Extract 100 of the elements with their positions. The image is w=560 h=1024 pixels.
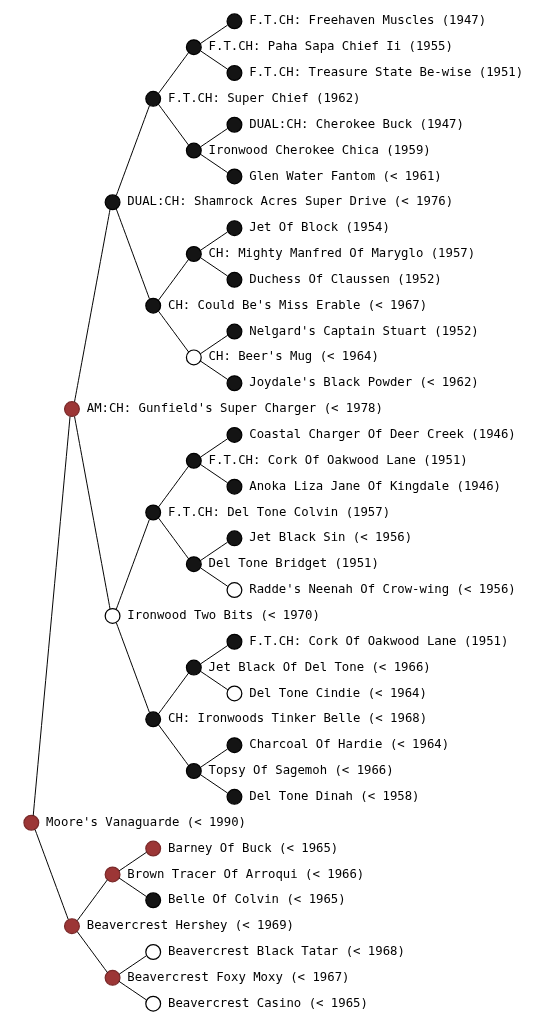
node-circle	[226, 478, 243, 495]
node-circle	[226, 788, 243, 805]
node-label: Brown Tracer Of Arroqui (< 1966)	[127, 866, 365, 881]
node-label: F.T.CH: Super Chief (1962)	[167, 90, 361, 105]
connector	[199, 230, 229, 251]
node-label: F.T.CH: Freehaven Muscles (1947)	[249, 12, 487, 27]
connector	[199, 747, 229, 768]
node-label: Joydale's Black Powder (< 1962)	[249, 374, 479, 389]
connector	[118, 851, 147, 871]
node-circle	[185, 659, 202, 676]
node-circle	[145, 90, 162, 107]
connector	[76, 930, 108, 973]
node-circle	[145, 943, 162, 960]
node-label: Barney Of Buck (< 1965)	[167, 840, 339, 855]
connector	[115, 518, 150, 610]
node-label: Del Tone Dinah (< 1958)	[249, 788, 420, 803]
node-label: Ironwood Two Bits (< 1970)	[127, 607, 320, 622]
node-circle	[226, 323, 243, 340]
connector	[118, 877, 147, 897]
connector	[115, 104, 150, 196]
connector	[199, 360, 229, 380]
connector	[199, 153, 229, 173]
node-label: F.T.CH: Cork Of Oakwood Lane (1951)	[208, 452, 468, 467]
node-label: Coastal Charger Of Deer Creek (1946)	[249, 426, 516, 441]
connector	[115, 621, 150, 713]
node-label: Duchess Of Claussen (1952)	[249, 271, 442, 286]
node-circle	[145, 297, 162, 314]
node-label: Jet Black Of Del Tone (< 1966)	[208, 659, 431, 674]
node-circle	[226, 374, 243, 391]
node-circle	[185, 348, 202, 365]
node-label: Anoka Liza Jane Of Kingdale (1946)	[249, 478, 501, 493]
node-circle	[226, 684, 243, 701]
node-label: CH: Ironwoods Tinker Belle (< 1968)	[167, 710, 428, 725]
connector	[199, 437, 229, 458]
node-label: Nelgard's Captain Stuart (1952)	[249, 323, 479, 338]
node-label: Del Tone Cindie (< 1964)	[249, 685, 427, 700]
node-circle	[145, 891, 162, 908]
connector	[115, 208, 150, 299]
connector	[199, 670, 229, 690]
connector	[158, 465, 190, 507]
connector	[158, 723, 190, 766]
node-circle	[226, 581, 243, 598]
connector	[158, 103, 190, 146]
node-circle	[226, 167, 243, 184]
node-circle	[185, 245, 202, 262]
node-label: Beavercrest Black Tatar (< 1968)	[167, 943, 405, 958]
node-label: Radde's Neenah Of Crow-wing (< 1956)	[249, 581, 516, 596]
connector	[199, 334, 229, 354]
node-label: CH: Could Be's Miss Erable (< 1967)	[167, 297, 428, 312]
node-label: F.T.CH: Cork Of Oakwood Lane (1951)	[249, 633, 509, 648]
node-label: Charcoal Of Hardie (< 1964)	[249, 736, 450, 751]
connector	[76, 878, 108, 921]
connector	[199, 773, 229, 794]
node-label: Beavercrest Hershey (< 1969)	[86, 917, 295, 932]
node-label: Jet Black Sin (< 1956)	[249, 529, 413, 544]
node-label: CH: Beer's Mug (< 1964)	[208, 348, 379, 363]
node-circle	[145, 710, 162, 727]
node-label: DUAL:CH: Shamrock Acres Super Drive (< 1976)	[127, 193, 454, 208]
connector	[199, 49, 229, 70]
connector	[32, 415, 71, 816]
node-circle	[104, 969, 121, 986]
node-circle	[145, 504, 162, 520]
node-circle	[185, 452, 202, 469]
node-label: Glen Water Fantom (< 1961)	[249, 168, 442, 182]
connector	[158, 671, 190, 714]
node-circle	[226, 219, 243, 236]
node-label: Beavercrest Foxy Moxy (< 1967)	[127, 969, 350, 984]
node-label: Belle Of Colvin (< 1965)	[167, 891, 346, 906]
connector	[118, 954, 147, 975]
connector	[74, 415, 111, 609]
node-label: F.T.CH: Paha Sapa Chief Ii (1955)	[208, 38, 453, 53]
connector	[158, 310, 190, 353]
node-label: DUAL:CH: Cherokee Buck (1947)	[249, 116, 464, 131]
node-circle	[226, 736, 243, 753]
connector	[118, 980, 147, 1000]
node-circle	[104, 607, 121, 624]
node-label: Jet Of Block (1954)	[249, 219, 390, 234]
connector	[199, 566, 229, 587]
node-circle	[63, 400, 80, 417]
connector	[199, 541, 229, 561]
node-label: F.T.CH: Del Tone Colvin (1957)	[167, 504, 391, 519]
connector	[199, 256, 229, 277]
node-circle	[226, 426, 243, 443]
node-circle	[185, 762, 202, 779]
node-circle	[226, 529, 243, 546]
node-circle	[226, 12, 243, 29]
node-label: Topsy Of Sagemoh (< 1966)	[208, 762, 394, 777]
node-label: Moore's Vanaguarde (< 1990)	[46, 814, 246, 829]
connector	[199, 644, 229, 664]
connector	[158, 517, 190, 559]
node-label: Ironwood Cherokee Chica (1959)	[208, 142, 431, 157]
node-circle	[23, 814, 40, 831]
node-circle	[185, 555, 202, 572]
node-circle	[226, 64, 243, 81]
node-label: AM:CH: Gunfield's Super Charger (< 1978)	[86, 400, 383, 415]
node-circle	[104, 865, 121, 882]
node-circle	[226, 271, 243, 288]
connector	[199, 127, 229, 147]
connector	[158, 51, 190, 94]
node-circle	[145, 995, 162, 1012]
